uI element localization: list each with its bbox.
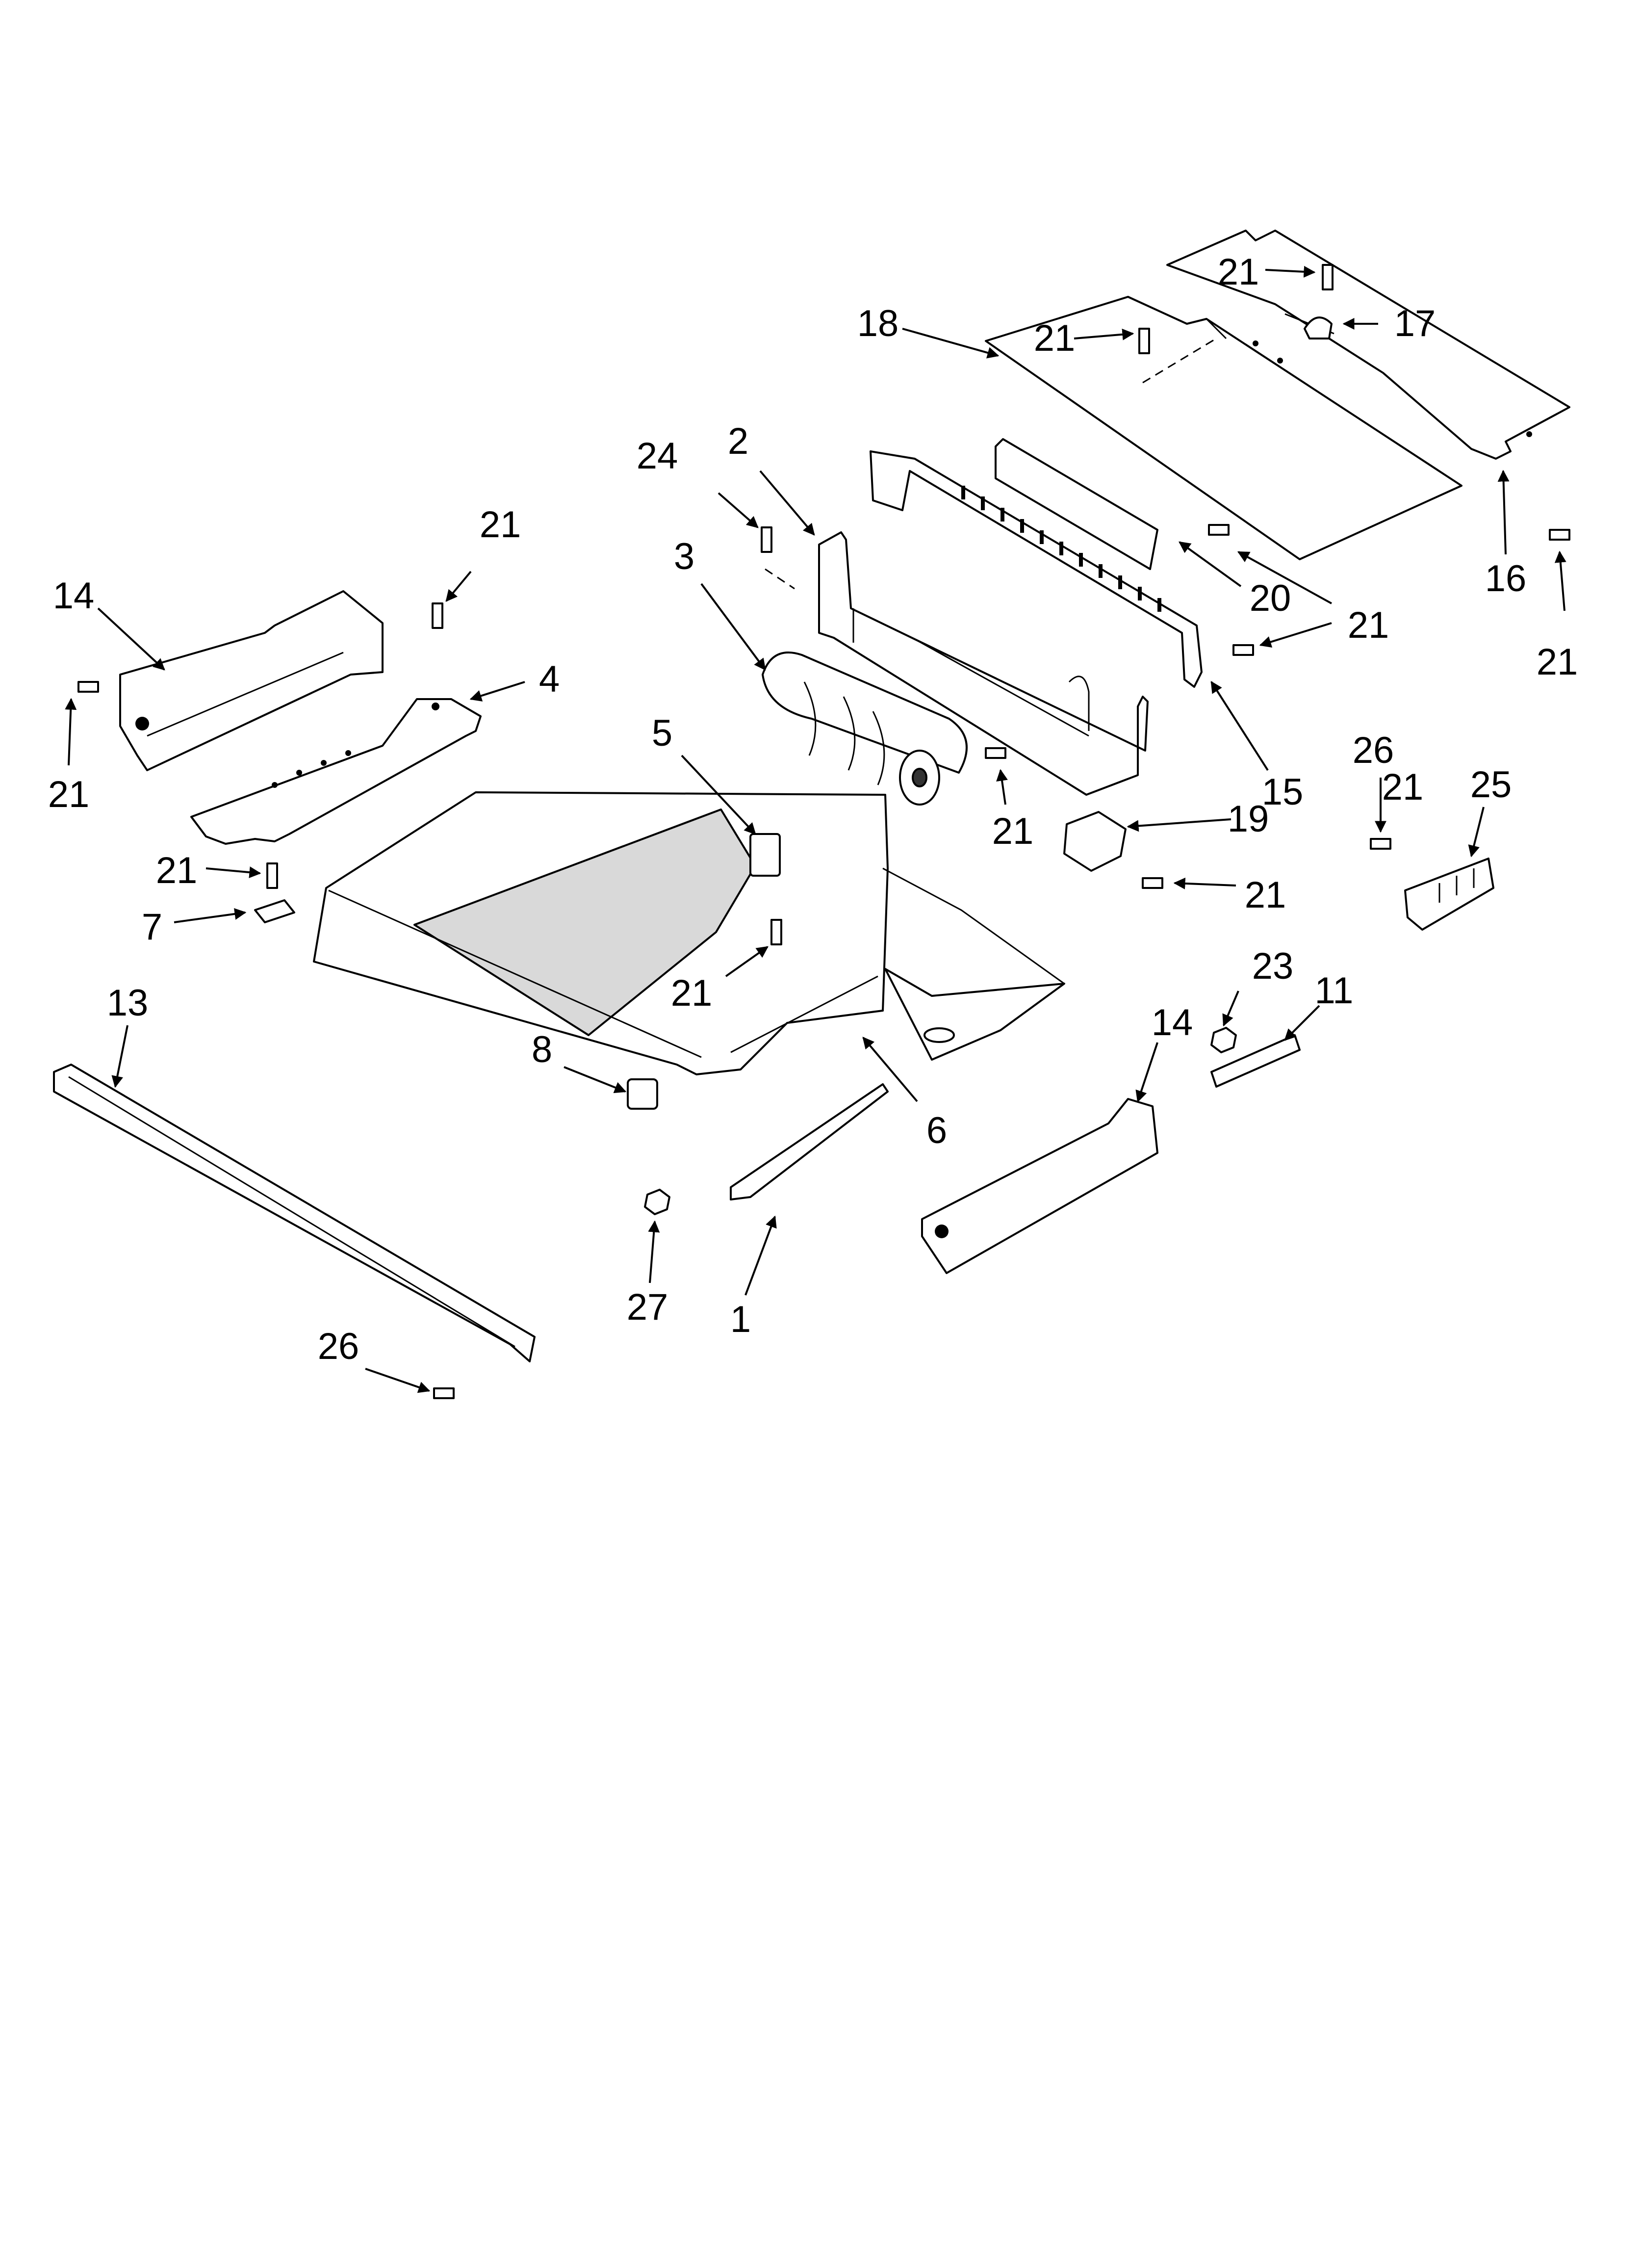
part-27-nut — [644, 1189, 670, 1215]
part-14-right-bracket — [921, 1098, 1158, 1274]
callout-25: 25 — [1470, 764, 1512, 806]
callout-23: 23 — [1252, 945, 1294, 987]
callout-15: 15 — [1262, 771, 1304, 813]
part-14-left-bracket — [119, 590, 384, 771]
part-5-switch — [749, 833, 781, 877]
callout-21e: 21 — [480, 504, 521, 546]
callout-6: 6 — [926, 1110, 947, 1151]
part-8-connector — [627, 1078, 658, 1110]
part-7-small-clip — [254, 899, 295, 923]
callout-11: 11 — [1315, 970, 1354, 1012]
callout-26b: 26 — [318, 1326, 359, 1367]
callout-14a: 14 — [53, 575, 95, 617]
part-11-terminal-block — [1210, 1034, 1301, 1088]
part-6-main-tray — [313, 791, 1065, 1075]
callout-21a: 21 — [1218, 251, 1259, 293]
screws — [77, 264, 1570, 1399]
callout-16: 16 — [1485, 558, 1527, 600]
part-3-blower-motor — [762, 652, 968, 806]
callout-21b: 21 — [1034, 317, 1076, 359]
callout-21h: 21 — [1245, 874, 1286, 916]
callout-7: 7 — [142, 906, 162, 948]
callout-21f: 21 — [48, 774, 90, 815]
callout-18: 18 — [857, 303, 899, 344]
callout-21g: 21 — [992, 810, 1034, 852]
callout-20: 20 — [1250, 577, 1291, 619]
part-2-duct-housing — [765, 531, 1149, 796]
callout-21c: 21 — [1348, 604, 1389, 646]
leader-lines — [65, 265, 1566, 1393]
part-13-long-trim — [53, 1064, 536, 1362]
callout-5: 5 — [652, 712, 672, 754]
callout-27: 27 — [627, 1286, 668, 1328]
callout-26a: 26 — [1353, 730, 1394, 771]
part-4-mount-plate — [190, 698, 482, 845]
callout-21j: 21 — [671, 972, 713, 1014]
callout-21k: 21 — [1382, 766, 1424, 808]
part-20-strip — [995, 438, 1158, 570]
callout-21d: 21 — [1537, 641, 1578, 683]
part-17-clip — [1304, 316, 1333, 339]
callout-1: 1 — [730, 1299, 751, 1340]
callout-21i: 21 — [156, 850, 198, 891]
part-23-nut — [1210, 1027, 1237, 1053]
part-15-vent-bracket — [870, 450, 1203, 688]
callout-3: 3 — [674, 536, 694, 577]
callout-4: 4 — [539, 658, 560, 700]
callout-19: 19 — [1228, 798, 1269, 840]
part-1-front-rail — [730, 1083, 889, 1200]
part-18-top-cover — [985, 296, 1462, 560]
callout-24: 24 — [637, 435, 678, 477]
callout-17: 17 — [1394, 303, 1436, 344]
callout-14b: 14 — [1152, 1002, 1193, 1043]
part-19-relay — [1063, 811, 1127, 872]
callout-2: 2 — [728, 420, 748, 462]
callout-8: 8 — [532, 1029, 552, 1070]
callout-13: 13 — [107, 982, 149, 1024]
part-25-slotted-bracket — [1404, 858, 1494, 931]
callout-labels: 1 2 3 4 5 6 7 8 11 13 14 14 15 16 17 18 … — [48, 251, 1578, 1367]
